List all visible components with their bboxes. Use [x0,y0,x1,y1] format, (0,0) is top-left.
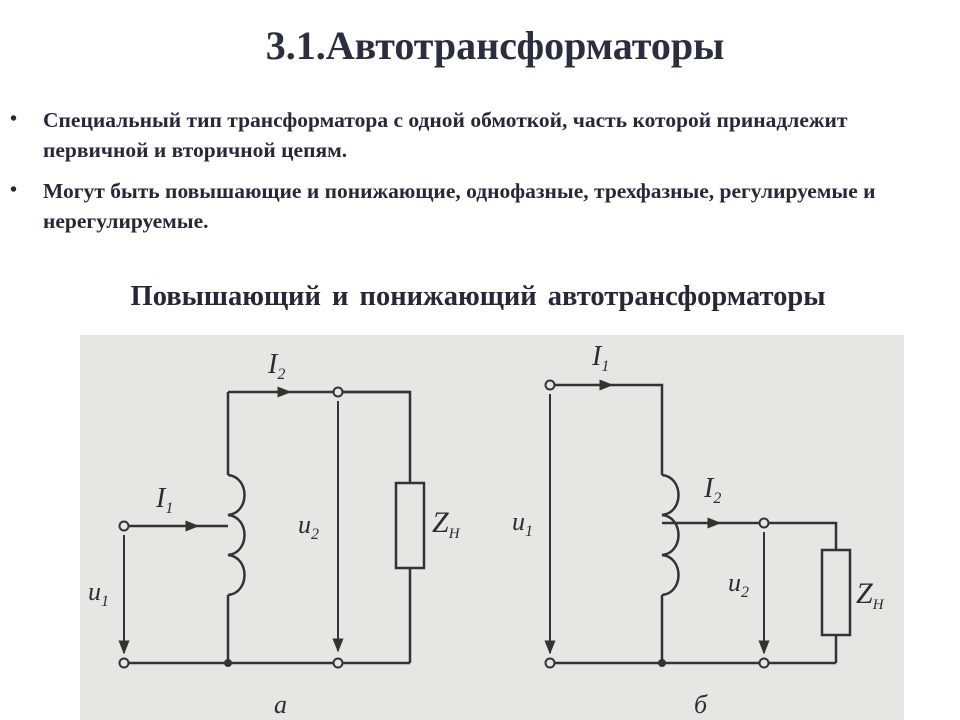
terminal-icon [544,657,556,669]
bullet-text: Специальный тип трансформатора с одной о… [43,108,848,162]
caption-a: а [274,690,287,719]
label-Z-left: ZН [432,506,461,542]
load-resistor-icon [394,481,426,570]
output-tap-wire [662,521,838,550]
label-u2-left: u2 [298,510,319,543]
coil-icon [661,473,680,597]
label-I1-left: I1 [155,483,173,517]
bullet-item: • Могут быть повышающие и понижающие, од… [10,176,910,236]
step-up-circuit [124,390,412,665]
input-top-wire [550,383,664,475]
circuit-diagrams: I2 I1 u2 u1 ZН а I1 I2 u1 u2 ZН [80,335,904,720]
bullet-dot: • [10,108,18,130]
label-u1-left: u1 [88,577,109,610]
label-Z-right: ZН [856,577,885,613]
bullet-dot: • [10,179,18,201]
terminal-icon [758,517,770,529]
label-u2-right: u2 [728,568,749,601]
bullet-item: • Специальный тип трансформатора с одной… [10,105,910,165]
bullet-text: Могут быть повышающие и понижающие, одно… [43,179,876,233]
load-resistor-icon [820,548,852,637]
label-I1-right: I1 [591,341,609,375]
bullet-list: • Специальный тип трансформатора с одной… [10,105,910,247]
terminal-icon [332,657,344,669]
junction-dot [224,659,232,667]
terminal-icon [758,657,770,669]
junction-dot [658,659,666,667]
label-I2-left: I2 [267,349,285,383]
diagram-subtitle: Повышающий и понижающий автотрансформато… [130,281,826,312]
label-I2-right: I2 [703,473,721,507]
coil-icon [227,473,246,597]
terminal-icon [544,379,556,391]
terminal-icon [332,386,344,398]
terminal-icon [118,657,130,669]
terminal-icon [118,520,130,532]
slide-title: 3.1.Автотрансформаторы [265,23,725,68]
load-wire-top [338,390,412,483]
label-u1-right: u1 [512,507,533,540]
caption-b: б [694,690,708,719]
